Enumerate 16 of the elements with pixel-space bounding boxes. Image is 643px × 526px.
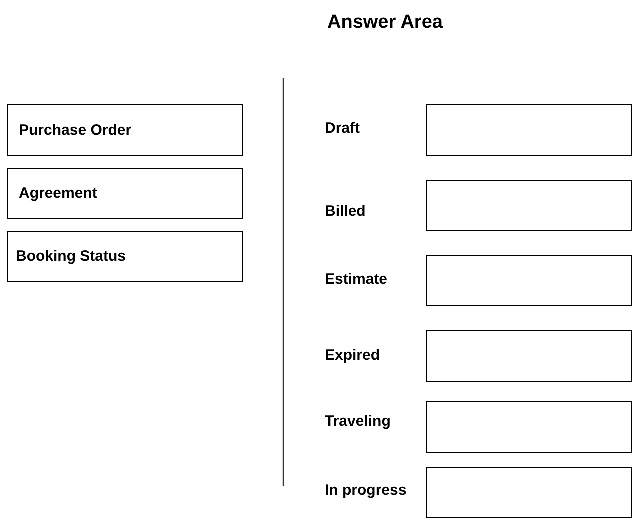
row-label: Draft [325,120,360,137]
answer-option: Agreement [7,168,243,219]
answer-option: Purchase Order [7,104,243,156]
row-label: In progress [325,482,407,499]
row-label: Billed [325,203,366,220]
answer-box [426,467,632,518]
answer-option: Booking Status [7,231,243,282]
answer-box [426,255,632,306]
title: Answer Area [328,12,443,34]
row-label: Traveling [325,413,391,430]
answer-box [426,104,632,156]
answer-box [426,330,632,382]
row-label: Expired [325,347,380,364]
answer-box [426,401,632,453]
row-label: Estimate [325,271,388,288]
answer-box [426,180,632,231]
